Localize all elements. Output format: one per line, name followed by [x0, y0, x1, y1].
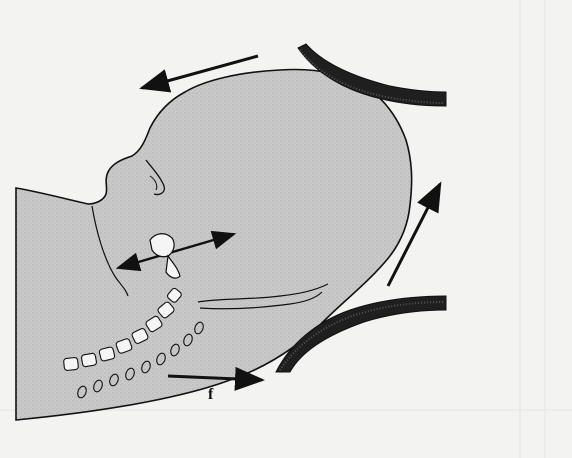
annotation-label-f: f — [208, 386, 213, 404]
